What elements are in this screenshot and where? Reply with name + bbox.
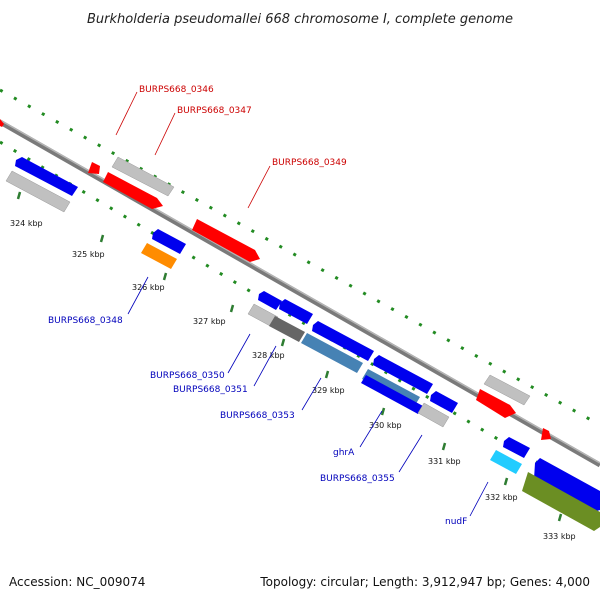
tick-label: 326 kbp: [132, 283, 165, 292]
label-burps668-0351[interactable]: BURPS668_0351: [173, 385, 248, 395]
topology-summary: Topology: circular; Length: 3,912,947 bp…: [259, 575, 590, 589]
gene-reverse-blue-2[interactable]: [152, 229, 186, 254]
label-ghra[interactable]: ghrA: [333, 448, 355, 458]
gene-reverse-olive[interactable]: [522, 472, 600, 531]
gene-nudf-bar[interactable]: [490, 450, 522, 474]
label-burps668-0346[interactable]: BURPS668_0346: [139, 85, 214, 95]
tick-label: 327 kbp: [193, 317, 226, 326]
tick-label: 328 kbp: [252, 351, 285, 360]
tick-label: 324 kbp: [10, 219, 43, 228]
tick-label: 333 kbp: [543, 532, 576, 541]
gene-reverse-blue-6[interactable]: [373, 355, 433, 394]
label-nudf[interactable]: nudF: [445, 517, 467, 527]
gene-forward-partial[interactable]: [0, 114, 4, 127]
accession-text: Accession: NC_009074: [9, 575, 145, 589]
reverse-leaders: [127, 276, 489, 517]
gene-reverse-blue-5[interactable]: [312, 321, 374, 361]
outer-dotted-guide: [0, 88, 600, 427]
tick-label: 325 kbp: [72, 250, 105, 259]
reverse-strand: [5, 157, 600, 531]
gene-reverse-blue-3[interactable]: [258, 291, 282, 310]
gene-reverse-gray-1[interactable]: [5, 170, 71, 213]
gene-burps668-0353-bar[interactable]: [301, 333, 363, 373]
map-title: Burkholderia pseudomallei 668 chromosome…: [87, 12, 513, 27]
gene-forward-gray-right[interactable]: [483, 374, 531, 406]
tick-label: 329 kbp: [312, 386, 345, 395]
gene-burps668-0355-bar[interactable]: [417, 402, 450, 428]
label-burps668-0349[interactable]: BURPS668_0349: [272, 158, 347, 168]
gene-reverse-blue-1[interactable]: [15, 157, 78, 196]
tick-label: 332 kbp: [485, 493, 518, 502]
forward-leaders: [115, 91, 271, 209]
gene-forward-small[interactable]: [88, 162, 100, 174]
tick-marks: [16, 191, 563, 522]
gene-burps668-0347-bar[interactable]: [111, 156, 175, 197]
label-burps668-0347[interactable]: BURPS668_0347: [177, 106, 252, 116]
gene-forward-small-right[interactable]: [541, 428, 551, 440]
gene-burps668-0351-bar[interactable]: [269, 316, 305, 342]
gene-reverse-blue-9[interactable]: [534, 458, 600, 512]
forward-strand: [0, 114, 551, 440]
gene-reverse-blue-8[interactable]: [503, 437, 530, 458]
gene-burps668-0349-bar[interactable]: [192, 219, 260, 262]
tick-label: 331 kbp: [428, 457, 461, 466]
gene-reverse-blue-7[interactable]: [430, 391, 458, 413]
tick-label: 330 kbp: [369, 421, 402, 430]
gene-reverse-blue-4[interactable]: [279, 299, 313, 324]
label-burps668-0348[interactable]: BURPS668_0348: [48, 316, 123, 326]
tick-labels: 324 kbp 325 kbp 326 kbp 327 kbp 328 kbp …: [10, 219, 576, 541]
label-burps668-0353[interactable]: BURPS668_0353: [220, 411, 295, 421]
gene-forward-red-right[interactable]: [476, 389, 516, 418]
gene-burps668-0348-bar[interactable]: [141, 243, 177, 269]
label-burps668-0355[interactable]: BURPS668_0355: [320, 474, 395, 484]
label-burps668-0350[interactable]: BURPS668_0350: [150, 371, 225, 381]
gene-ghra-bar-blue[interactable]: [361, 375, 423, 414]
gene-burps668-0346-bar[interactable]: [103, 172, 163, 209]
